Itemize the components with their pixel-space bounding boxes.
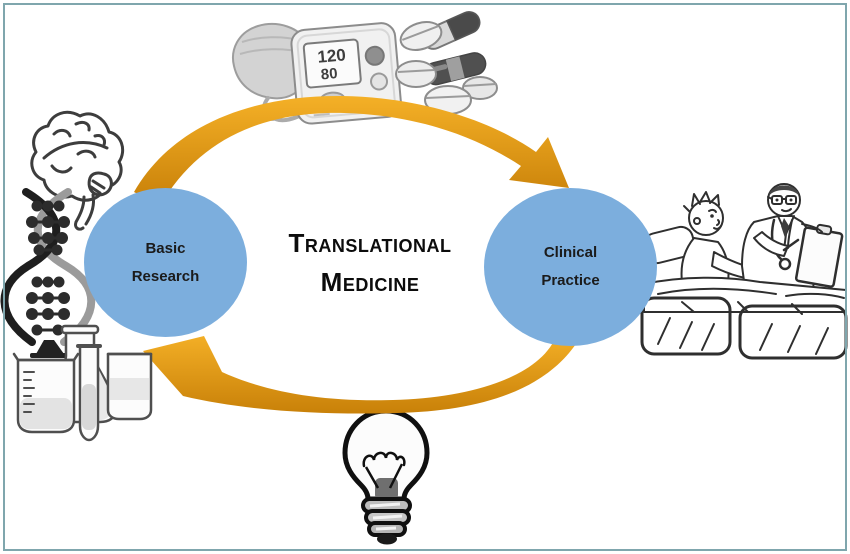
node-basic-research: Basic Research (84, 188, 247, 337)
diagram-title: Translational Medicine (250, 224, 490, 302)
node-label-line: Research (131, 267, 200, 285)
title-line-1: Translational (288, 228, 452, 258)
doctor-patient-icon (640, 183, 848, 360)
lightbulb-icon (342, 408, 430, 545)
bed-rail (640, 296, 732, 356)
bp-diastolic-value: 80 (320, 65, 338, 83)
node-label-line: Clinical (543, 244, 598, 261)
arrow-bottom (143, 334, 581, 414)
node-label-line: Basic (145, 239, 186, 257)
node-clinical-practice: Clinical Practice (484, 188, 657, 346)
brain-icon (30, 110, 125, 231)
lab-glassware-icon (12, 324, 153, 442)
arrow-top (134, 95, 569, 206)
title-line-2: Medicine (320, 267, 420, 297)
bp-display (302, 38, 362, 89)
node-basic-research-label: Basic Research (132, 235, 200, 291)
node-label-line: Practice (541, 272, 600, 289)
clipboard-icon (794, 223, 844, 288)
pills-icon (395, 11, 498, 115)
node-clinical-practice-label: Clinical Practice (541, 239, 599, 295)
dna-stand (36, 340, 64, 354)
bp-systolic-value: 120 (317, 45, 347, 66)
dna-helix-icon (0, 188, 96, 358)
